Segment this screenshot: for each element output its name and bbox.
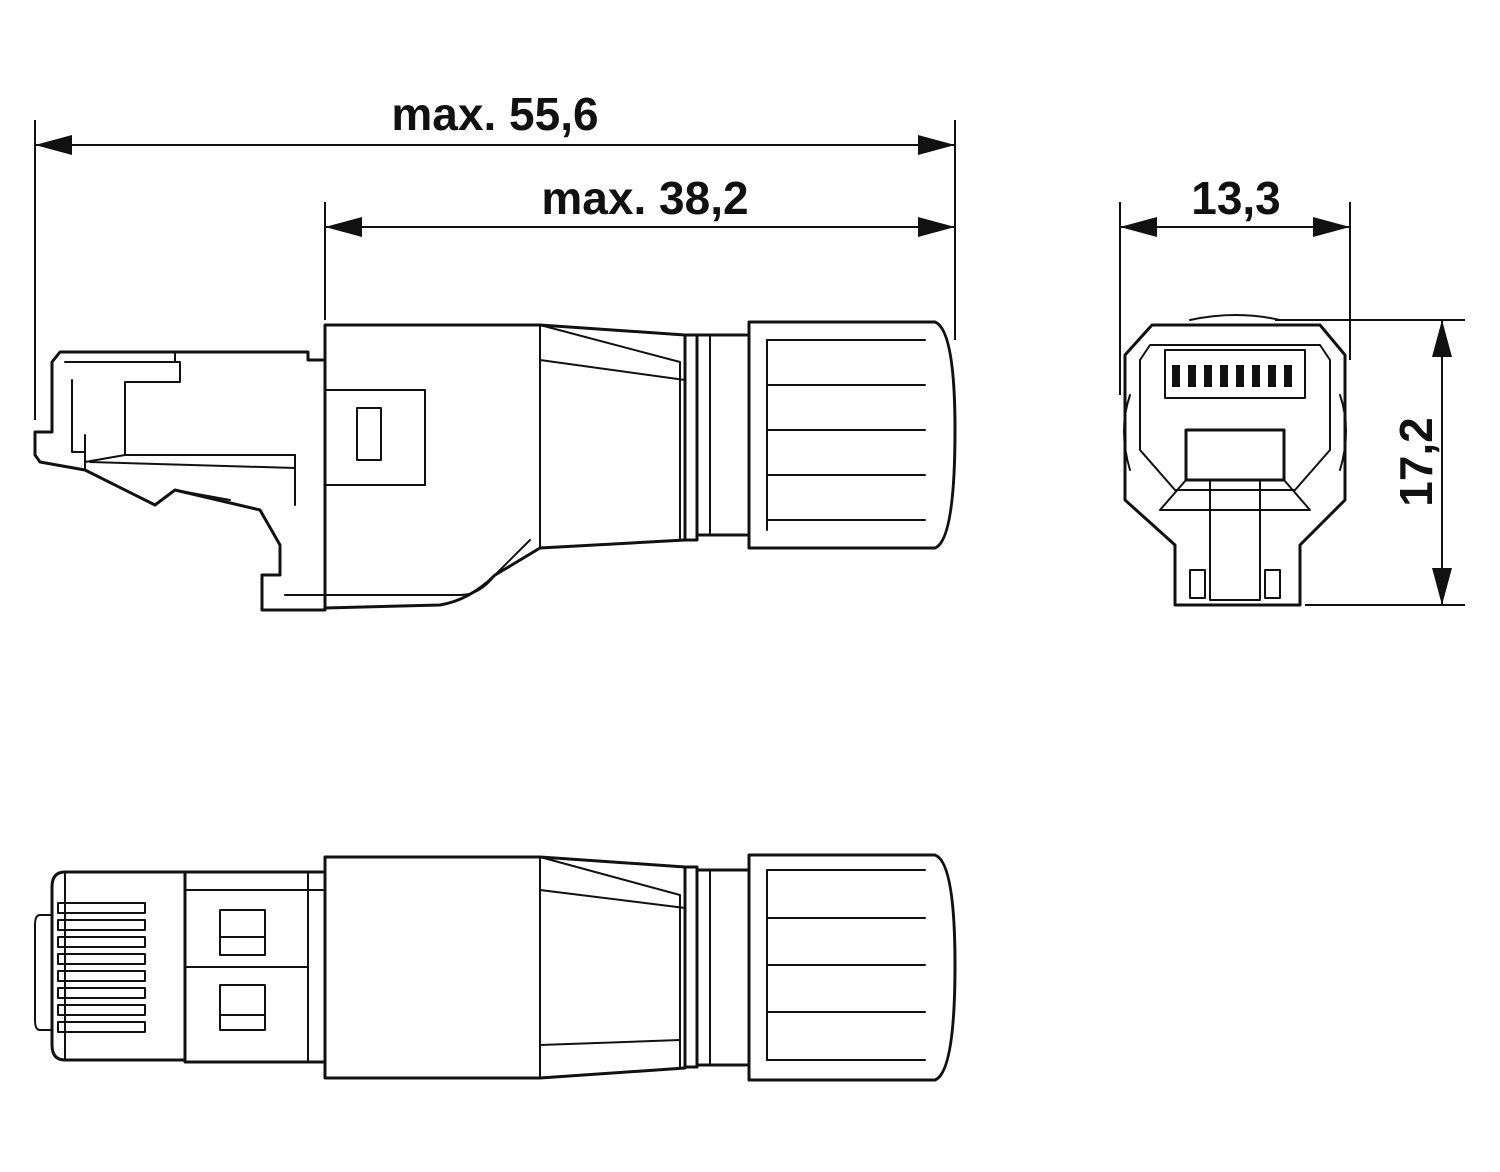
dimension-body-length: max. 38,2 (324, 172, 955, 320)
dimension-front-width: 13,3 (1119, 172, 1351, 395)
side-view (33, 320, 957, 612)
body-length-label: max. 38,2 (541, 172, 748, 224)
dimension-front-height: 17,2 (1275, 319, 1465, 606)
side-nut (747, 320, 957, 550)
top-contacts (57, 902, 146, 1033)
overall-length-label: max. 55,6 (391, 88, 598, 140)
front-outline (1123, 323, 1347, 607)
top-window-upper (219, 909, 266, 956)
top-view (34, 853, 957, 1082)
front-height-label: 17,2 (1390, 417, 1442, 507)
top-housing (323, 855, 687, 1080)
top-window-lower (219, 984, 266, 1031)
side-plug-head (33, 350, 327, 612)
top-collar (683, 865, 699, 1069)
front-contacts (1172, 365, 1292, 387)
dimension-overall-length: max. 55,6 (34, 88, 956, 420)
top-nut (747, 853, 957, 1082)
front-contact-block (1164, 349, 1306, 399)
side-collar (683, 333, 699, 542)
front-latch (1184, 428, 1286, 482)
side-latch-window (356, 407, 382, 461)
front-view (1123, 314, 1347, 607)
front-width-label: 13,3 (1191, 172, 1281, 224)
